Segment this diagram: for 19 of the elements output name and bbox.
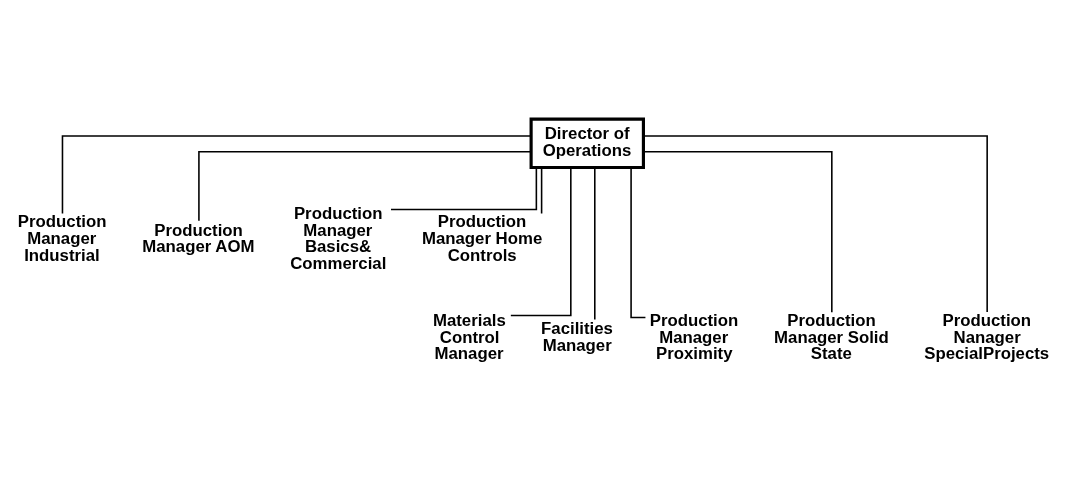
node-text: Production Nanager SpecialProjects bbox=[924, 310, 1050, 364]
node-text: Production Manager Proximity bbox=[649, 310, 739, 364]
connector bbox=[198, 150, 532, 222]
connector bbox=[540, 166, 543, 215]
node-text: Production Manager AOM bbox=[142, 220, 255, 257]
connector bbox=[630, 166, 647, 319]
connector bbox=[390, 166, 538, 211]
node-box: Director of Operations bbox=[529, 117, 645, 170]
node-text: Production Manager Home Controls bbox=[421, 212, 543, 265]
node-text: Materials Control Manager bbox=[432, 310, 506, 364]
connector bbox=[642, 150, 833, 313]
connector bbox=[642, 135, 988, 313]
node-text: Production Manager Industrial bbox=[17, 212, 107, 265]
node-text: Facilities Manager bbox=[541, 319, 613, 355]
connector bbox=[594, 166, 596, 321]
node-text: Production Manager Solid State bbox=[774, 310, 889, 364]
connector bbox=[510, 166, 572, 317]
connector bbox=[61, 135, 532, 215]
node-text: Production Manager Basics& Commercial bbox=[290, 203, 387, 274]
